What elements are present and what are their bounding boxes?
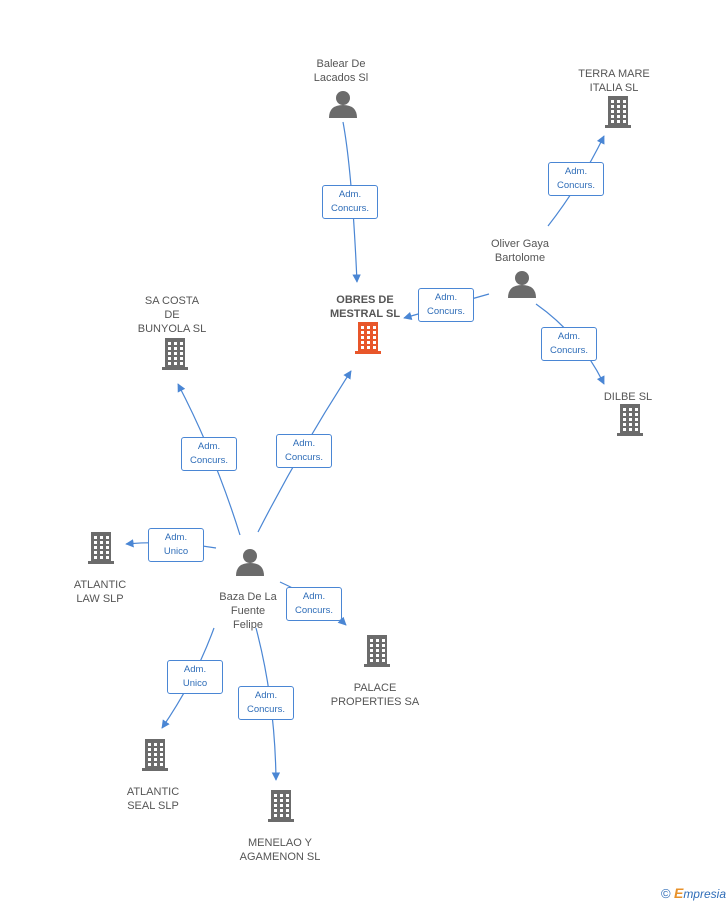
edge-label-baza-to-menelao[interactable]: Adm. Concurs. [238,686,294,720]
node-label-line: DE [164,309,180,321]
node-label-line: LAW SLP [76,593,124,605]
edge-label-line: Adm. [302,591,326,602]
node-label-line: MESTRAL SL [329,308,401,320]
node-label-line: Bartolome [494,252,546,264]
edge-label-baza-to-atlaw[interactable]: Adm. Unico [148,528,204,562]
edge-label-line: Concurs. [549,345,588,356]
person-icon-balear [329,91,357,118]
edge-label-line: Adm. [292,438,316,449]
node-label-sacosta[interactable]: SA COSTA DE BUNYOLA SL [138,294,206,336]
node-label-line: ATLANTIC [73,579,127,591]
node-label-line: Baza De La [219,591,277,603]
person-icon-baza [236,549,264,576]
node-label-line: PROPERTIES SA [330,696,420,708]
brand-initial: E [673,885,684,901]
edge-label-line: Adm. [254,690,278,701]
edge-label-line: Adm. [434,292,458,303]
edge-label-line: Adm. [197,441,221,452]
edge-label-oliver-to-focus[interactable]: Adm. Concurs. [418,288,474,322]
edge-label-line: Unico [163,546,189,557]
company-icon-sacosta [162,338,188,370]
edge-label-line: Adm. [164,532,188,543]
company-icon-terra [605,96,631,128]
edge-label-baza-to-sacosta[interactable]: Adm. Concurs. [181,437,237,471]
node-label-line: AGAMENON SL [239,851,321,863]
edge-label-oliver-to-terra[interactable]: Adm. Concurs. [548,162,604,196]
edge-label-baza-to-palace[interactable]: Adm. Concurs. [286,587,342,621]
edge-label-line: Concurs. [246,704,285,715]
person-icon-oliver [508,271,536,298]
node-label-menelao[interactable]: MENELAO Y AGAMENON SL [240,836,321,864]
edge-label-line: Adm. [564,166,588,177]
node-label-line: ATLANTIC [126,786,180,798]
node-label-line: Oliver Gaya [490,238,550,250]
node-label-palace[interactable]: PALACE PROPERTIES SA [331,681,419,709]
company-icon-palace [364,635,390,667]
node-label-line: PALACE [353,682,397,694]
brand-logo: © Empresia [661,885,726,901]
edge-label-baza-to-focus[interactable]: Adm. Concurs. [276,434,332,468]
edge-label-line: Adm. [183,664,207,675]
edge-label-balear-to-focus[interactable]: Adm. Concurs. [322,185,378,219]
edge-label-line: Concurs. [556,180,595,191]
node-label-line: TERRA MARE [578,68,650,80]
company-icon-atseal [142,739,168,771]
node-label-balear[interactable]: Balear De Lacados Sl [314,57,368,85]
company-icon-menelao [268,790,294,822]
node-label-atseal[interactable]: ATLANTIC SEAL SLP [127,785,179,813]
node-label-line: Felipe [233,619,263,631]
node-label-line: Fuente [230,605,266,617]
node-label-dilbe[interactable]: DILBE SL [604,390,652,404]
node-label-focus[interactable]: OBRES DE MESTRAL SL [330,293,400,321]
edge-label-line: Adm. [557,331,581,342]
company-icon-atlaw [88,532,114,564]
node-label-atlaw[interactable]: ATLANTIC LAW SLP [74,578,126,606]
edge-label-line: Adm. [338,189,362,200]
node-label-terra[interactable]: TERRA MARE ITALIA SL [578,67,650,95]
focus-company-icon-focus [355,322,381,354]
edge-label-oliver-to-dilbe[interactable]: Adm. Concurs. [541,327,597,361]
edge-label-line: Concurs. [426,306,465,317]
copyright-icon: © [661,886,671,901]
node-label-line: SA COSTA [144,295,200,307]
edge-label-line: Concurs. [330,203,369,214]
node-label-line: MENELAO Y [248,837,312,849]
company-icon-dilbe [617,404,643,436]
node-label-line: Lacados Sl [313,72,369,84]
edge-label-line: Concurs. [294,605,333,616]
edge-label-line: Concurs. [284,452,323,463]
edge-label-baza-to-atseal[interactable]: Adm. Unico [167,660,223,694]
edge-label-line: Concurs. [189,455,228,466]
node-label-line: BUNYOLA SL [137,323,207,335]
brand-name: mpresia [683,887,726,901]
edge-label-line: Unico [182,678,208,689]
node-label-line: DILBE SL [603,391,653,403]
node-label-line: OBRES DE [336,294,394,306]
node-label-line: Balear De [316,58,366,70]
node-label-line: SEAL SLP [127,800,179,812]
node-label-line: ITALIA SL [589,82,639,94]
